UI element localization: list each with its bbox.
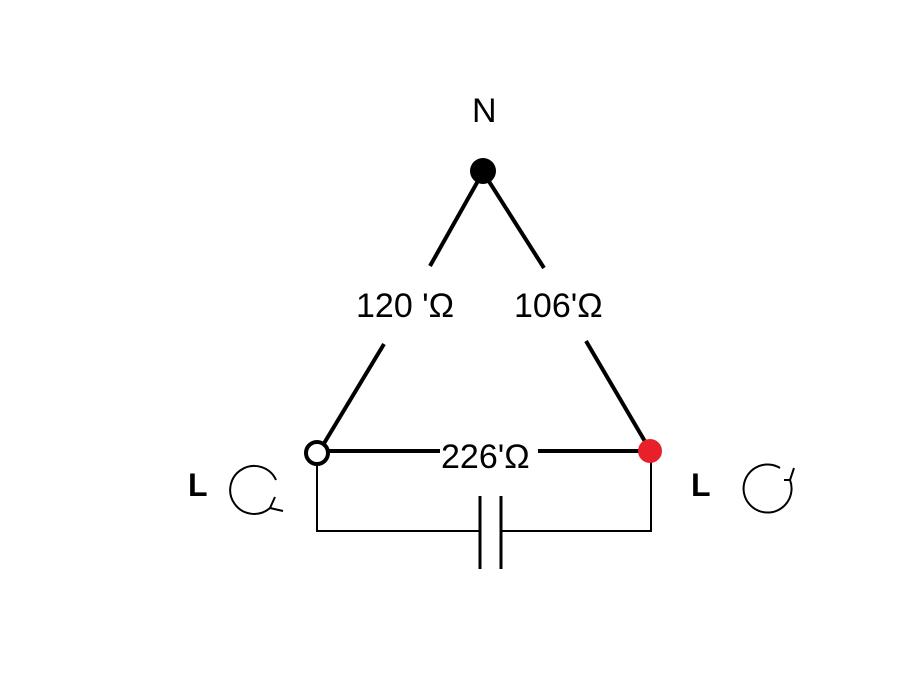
capacitor-wire-left	[316, 466, 479, 532]
neutral-label: N	[472, 92, 497, 130]
resistor-bottom-label: 226'Ω	[441, 438, 530, 476]
wire-right-upper	[481, 170, 546, 270]
left-node	[304, 440, 330, 466]
counterclockwise-arrow-icon	[229, 464, 284, 515]
clockwise-arrow-icon	[742, 463, 795, 514]
wire-left-upper	[428, 171, 485, 267]
neutral-node	[470, 158, 496, 184]
line-label-right: L	[691, 467, 711, 503]
capacitor-wire-right	[502, 462, 652, 532]
resistor-left-label: 120 'Ω	[356, 287, 455, 325]
right-node	[638, 439, 662, 463]
line-label-left: L	[188, 467, 208, 503]
wire-right-lower	[584, 339, 652, 452]
wire-left-lower	[318, 342, 386, 452]
resistor-right-label: 106'Ω	[514, 287, 603, 325]
